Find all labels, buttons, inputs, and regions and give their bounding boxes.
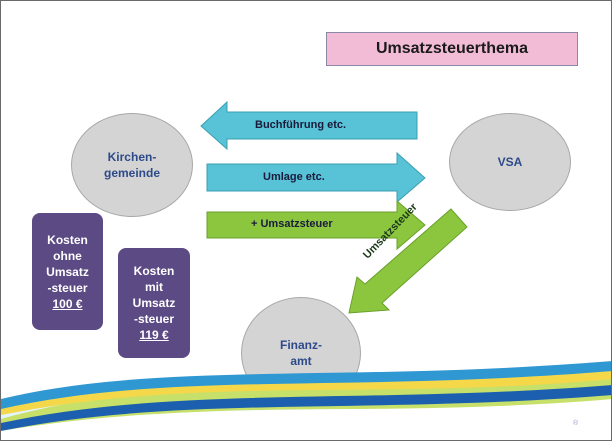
node-kirchengemeinde: Kirchen- gemeinde (71, 113, 193, 217)
arrow-umsatzsteuer-plus-label: + Umsatzsteuer (251, 218, 333, 230)
cost-line: Kosten (133, 264, 175, 278)
cost-box-ohne: Kosten ohne Umsatz -steuer 100 € (32, 213, 103, 330)
cost-amount: 119 € (139, 328, 169, 342)
decorative-wave-band (1, 361, 611, 440)
arrow-umlage (206, 151, 426, 204)
arrow-umsatzsteuer-plus (206, 199, 426, 251)
cost-box-mit: Kosten mit Umsatz -steuer 119 € (118, 248, 190, 358)
cost-line: Umsatz (46, 264, 89, 279)
cost-line: Umsatz (132, 296, 176, 310)
page-marker: ® (573, 420, 579, 427)
arrow-umsatzsteuer-diag (348, 208, 468, 314)
cost-line: -steuer (133, 312, 174, 326)
arrow-buchfuehrung-label: Buchführung etc. (255, 119, 347, 131)
arrow-umlage-label: Umlage etc. (263, 171, 325, 183)
cost-line: ohne (53, 248, 82, 263)
cost-line: mit (145, 280, 163, 294)
slide-title: Umsatzsteuerthema (326, 32, 578, 66)
cost-amount: 100 € (52, 296, 83, 311)
cost-line: -steuer (47, 280, 88, 295)
cost-line: Kosten (47, 232, 88, 247)
arrow-buchfuehrung (200, 100, 418, 151)
node-vsa: VSA (449, 113, 571, 211)
